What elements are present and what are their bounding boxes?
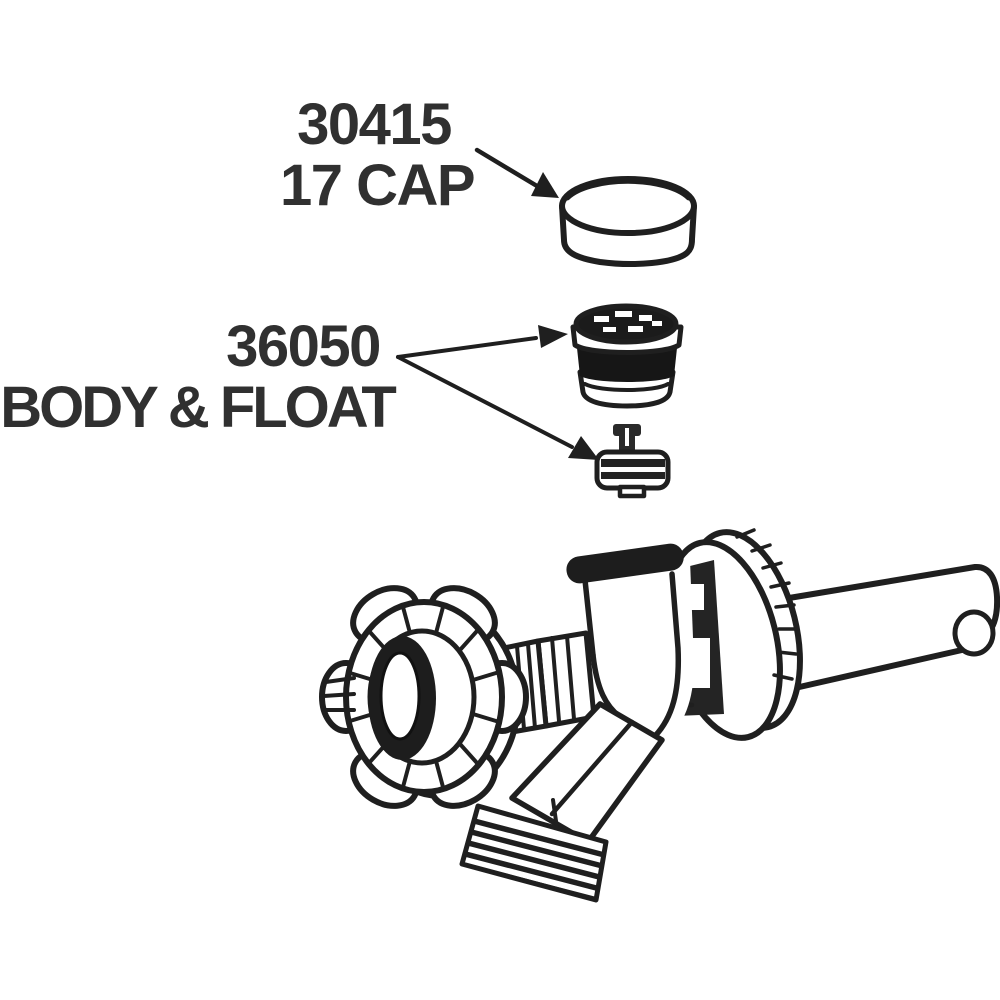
handle-hub-hole (379, 651, 421, 741)
leader-arrow-cap (474, 147, 559, 198)
inlet-pipe (780, 564, 1000, 691)
callout-body-float-part-number: 36050 (226, 314, 381, 379)
handle-wheel (319, 585, 529, 809)
cap-drawing (559, 176, 697, 268)
seat-disc-drawing (594, 424, 671, 499)
vacuum-breaker-housing (566, 543, 684, 584)
valve-body (582, 560, 694, 742)
callout-cap-part-number: 30415 (297, 92, 452, 157)
float-assembly-drawing (570, 303, 684, 409)
handle-left-lobe-ribs (322, 676, 356, 712)
callout-cap-part-name: 17 CAP (279, 153, 476, 218)
handle-rim-hatching (348, 605, 498, 789)
callout-body-float-part-name: BODY & FLOAT (0, 375, 397, 440)
flange-rim-hatching (735, 528, 799, 681)
leader-arrows-body-float (396, 325, 599, 460)
faucet-assembly-drawing (319, 528, 1000, 903)
